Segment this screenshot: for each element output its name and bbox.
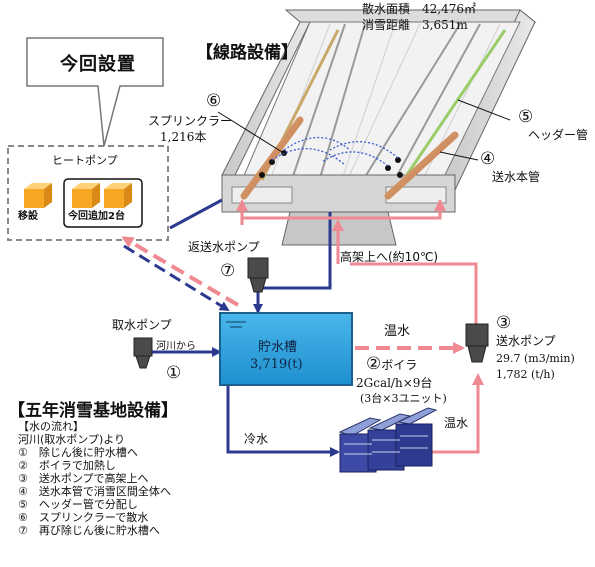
boiler-spec: 2Gcal/h×9台 [356,376,433,390]
sprinkle-area: 散水面積 42,476㎡ [362,2,477,16]
sprinkler-heads [259,150,403,178]
sprinkler-count: 1,216本 [160,130,207,144]
relocate-label: 移設 [18,211,38,222]
return-pump-number: ⑦ [220,261,236,281]
intake-number: ① [166,363,182,383]
flow-step: ④ 送水本管で消雪区間全体へ [18,485,171,498]
label-pointers [217,99,511,161]
heat-pump-to-tank-blue [123,244,230,312]
return-to-heat-pump-pink [121,236,240,307]
header-pipe-number: ⑤ [518,107,534,127]
main-supply-pipe [240,116,459,200]
header-pipe-name: ヘッダー管 [528,128,589,142]
flow-step: ⑤ ヘッダー管で分配し [18,498,138,511]
warm-water-label-1: 温水 [384,324,411,339]
return-pump-name: 返送水ポンプ [188,240,260,254]
spray-arcs [271,137,399,167]
sprinkler-number: ⑥ [206,91,222,111]
send-pump-flow: 29.7 (m3/min) [496,352,575,365]
water-flow-list: 【水の流れ】 河川(取水ポンプ)より ① 除じん後に貯水槽へ ② ボイラで加熱し… [18,420,171,537]
return-water-line [258,212,332,290]
flow-title: 【水の流れ】 [18,420,84,433]
flow-step: ⑦ 再び除じん後に貯水槽へ [18,524,160,537]
send-pump-mass: 1,782 (t/h) [496,368,555,381]
elevated-label: 高架上へ(約10℃) [340,250,439,264]
cold-water-label: 冷水 [244,432,269,446]
viaduct-to-heat-pump-blue [169,198,223,230]
tank-name: 貯水槽 [258,340,298,355]
added-label: 今回追加2台 [68,211,125,222]
heat-pump-units [24,183,132,208]
flow-step: ② ボイラで加熱し [18,459,116,472]
heat-pump-label: ヒートポンプ [52,154,118,167]
track-equipment-title: 【線路設備】 [196,43,298,63]
boiler-units [338,407,438,473]
send-pump-name: 送水ポンプ [496,334,556,348]
callout-title: 今回設置 [60,54,136,75]
flow-intro: 河川(取水ポンプ)より [18,433,126,446]
flow-step: ① 除じん後に貯水槽へ [18,446,138,459]
cold-water-line [226,385,340,457]
sprinkler-name: スプリンクラー [148,114,233,128]
flow-step: ⑥ スプリンクラーで散水 [18,511,149,524]
boiler-to-send-pump-pink [432,373,484,454]
intake-pump-name: 取水ポンプ [112,318,172,332]
warm-water-label-2: 温水 [444,416,469,430]
supply-up-pink [350,262,478,330]
boiler-units-label: (3台×3ユニット) [360,392,447,405]
facility-title: 【五年消雪基地設備】 [8,401,178,421]
pump-shapes [133,257,489,369]
tank-volume: 3,719(t) [250,357,303,372]
main-pipe-name: 送水本管 [492,170,541,184]
snow-melt-distance: 消雪距離 3,651m [362,18,468,32]
flow-step: ③ 送水ポンプで高架上へ [18,472,149,485]
send-pump-number: ③ [496,313,512,333]
main-pipe-number: ④ [480,149,496,169]
storage-tank [219,312,353,386]
river-label: 河川から [156,341,196,352]
boiler-label: ②ボイラ [366,354,418,374]
